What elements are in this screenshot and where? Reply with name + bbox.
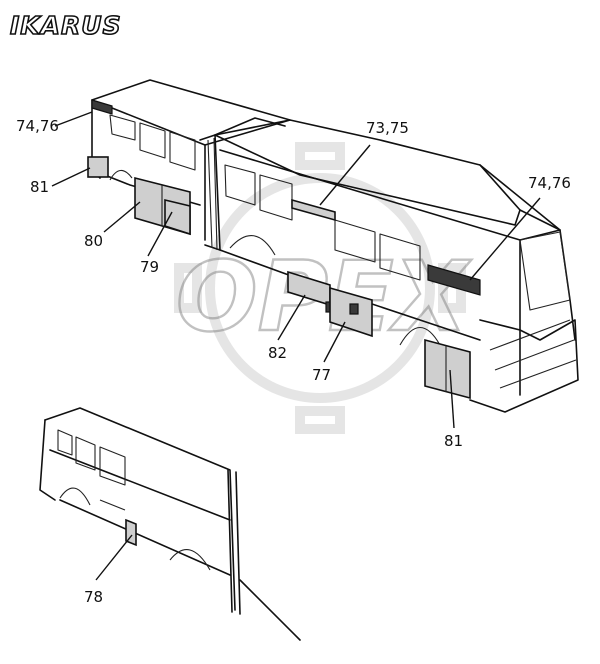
- callout-77: 77: [312, 366, 331, 384]
- part-79: [164, 198, 191, 236]
- watermark-gear-icon: [174, 142, 466, 434]
- callout-82: 82: [268, 344, 287, 362]
- callout-78: 78: [84, 588, 103, 606]
- callout-74-76-rear: 74,76: [16, 117, 59, 135]
- callout-73-75: 73,75: [366, 119, 409, 137]
- part-74-76-rear: [91, 99, 113, 115]
- rear-section-illustration: [39, 407, 301, 641]
- articulated-bus-illustration: [87, 79, 579, 413]
- part-81-rear: [87, 156, 109, 178]
- part-73-75: [291, 198, 336, 222]
- callout-81-rear: 81: [30, 178, 49, 196]
- part-77-clip: [349, 303, 359, 315]
- brand-logo: IKARUS: [10, 11, 122, 40]
- callout-80: 80: [84, 232, 103, 250]
- part-81-front: [424, 338, 471, 400]
- part-74-76-front: [427, 264, 481, 296]
- callout-81-front: 81: [444, 432, 463, 450]
- callout-74-76-front: 74,76: [528, 174, 571, 192]
- callout-79: 79: [140, 258, 159, 276]
- leader-lines: [51, 111, 541, 581]
